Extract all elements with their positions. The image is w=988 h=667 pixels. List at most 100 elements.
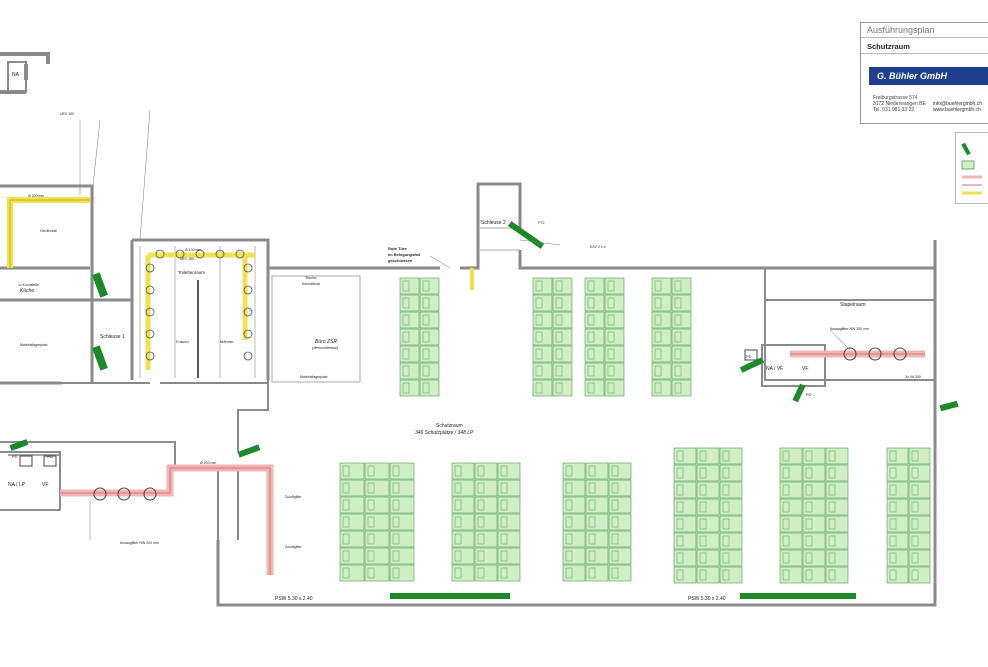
- bunk-bed: [696, 498, 720, 516]
- bunk-bed: [719, 566, 743, 584]
- bunk-bed: [419, 345, 440, 363]
- bed-pillow: [607, 348, 615, 360]
- bed-pillow: [588, 516, 596, 528]
- bunk-bed: [364, 513, 390, 531]
- room-pd-3: PD: [746, 354, 752, 359]
- label-esv: ESV 2 x 4: [590, 245, 606, 249]
- room-vf-right: VF: [802, 366, 808, 372]
- bunk-bed: [779, 532, 803, 550]
- bunk-bed: [779, 498, 803, 516]
- door-symbol-icon: [961, 142, 971, 156]
- bed-pillow: [911, 552, 919, 564]
- bunk-bed: [474, 462, 498, 480]
- bed-pillow: [782, 552, 790, 564]
- bed-pillow: [889, 450, 897, 462]
- bed-pillow: [699, 552, 707, 564]
- bunk-bed: [585, 479, 609, 497]
- label-rote-tuere: Rote Türe: [388, 246, 407, 251]
- bunk-bed: [671, 294, 692, 312]
- bed-pillow: [699, 467, 707, 479]
- email-link[interactable]: info@buehlergmbh.ch: [933, 101, 982, 107]
- bunk-bed: [696, 532, 720, 550]
- room-buero: Büro ZSR: [315, 339, 337, 345]
- bunk-bed: [364, 547, 390, 565]
- bed-pillow: [422, 348, 430, 360]
- bed-pillow: [555, 382, 563, 394]
- bed-pillow: [342, 499, 350, 511]
- bunk-bed: [584, 328, 605, 346]
- label-material-2: Materiallagerplatz: [300, 375, 328, 379]
- bed-pillow: [367, 550, 375, 562]
- bunk-bed: [696, 549, 720, 567]
- bed-pillow: [367, 533, 375, 545]
- bunk-bed: [671, 362, 692, 380]
- bed-pillow: [782, 535, 790, 547]
- bed-pillow: [722, 450, 730, 462]
- bunk-bed: [585, 547, 609, 565]
- bed-pillow: [674, 297, 682, 309]
- bunk-bed: [651, 311, 672, 329]
- bunk-bed: [497, 462, 521, 480]
- bunk-bed: [719, 515, 743, 533]
- bed-pillow: [782, 518, 790, 530]
- bunk-bed: [908, 549, 931, 567]
- bunk-bed: [532, 345, 553, 363]
- bed-pillow: [607, 314, 615, 326]
- bunk-bed: [886, 532, 909, 550]
- room-pd-4: PD: [806, 392, 812, 397]
- bed-pillow: [889, 535, 897, 547]
- bed-pillow: [699, 535, 707, 547]
- ventilation-units: [19, 347, 907, 501]
- label-duct-bottom: Ø 200 mm: [200, 461, 216, 465]
- bed-pillow: [392, 533, 400, 545]
- plan-subtitle: Schutzraum: [867, 42, 910, 51]
- bed-pillow: [477, 567, 485, 579]
- bed-pillow: [500, 516, 508, 528]
- bunk-bed: [389, 513, 415, 531]
- web-link[interactable]: www.buehlergmbh.ch: [933, 107, 981, 113]
- bed-pillow: [805, 484, 813, 496]
- bunk-bed: [497, 479, 521, 497]
- bunk-bed: [451, 479, 475, 497]
- bed-pillow: [911, 467, 919, 479]
- bed-pillow: [454, 465, 462, 477]
- bed-pillow: [676, 467, 684, 479]
- bed-pillow: [367, 516, 375, 528]
- label-kochstelle: 1x Kochstelle: [18, 283, 39, 287]
- room-stapelraum: Stapelraum: [840, 302, 866, 308]
- bunk-bed: [585, 530, 609, 548]
- bunk-bed: [532, 277, 553, 295]
- bunk-bed: [825, 498, 849, 516]
- bed-pillow: [402, 365, 410, 377]
- bunk-bed: [339, 479, 365, 497]
- bunk-bed: [604, 311, 625, 329]
- bed-pillow: [342, 550, 350, 562]
- company-logo: G. Bühler GmbH: [869, 67, 988, 85]
- bunk-bed: [825, 464, 849, 482]
- bunk-bed: [604, 379, 625, 397]
- bed-pillow: [911, 569, 919, 581]
- bunk-bed: [552, 362, 573, 380]
- bed-pillow: [477, 533, 485, 545]
- bed-pillow: [674, 365, 682, 377]
- bunk-bed: [497, 547, 521, 565]
- bed-pillow: [565, 567, 573, 579]
- bed-pillow: [654, 297, 662, 309]
- bunk-bed: [399, 328, 420, 346]
- bed-pillow: [782, 450, 790, 462]
- label-material: Materiallagerplatz: [20, 343, 48, 347]
- bunk-bed: [562, 462, 586, 480]
- bunk-bed: [719, 447, 743, 465]
- bed-pillow: [911, 518, 919, 530]
- bed-pillow: [611, 567, 619, 579]
- bed-pillow: [555, 348, 563, 360]
- bed-pillow: [722, 569, 730, 581]
- ducts: [7, 197, 925, 575]
- bed-pillow: [500, 499, 508, 511]
- bed-pillow: [911, 501, 919, 513]
- bunk-bed: [608, 513, 632, 531]
- bed-pillow: [565, 533, 573, 545]
- bunk-bed: [451, 496, 475, 514]
- bunk-bed: [696, 566, 720, 584]
